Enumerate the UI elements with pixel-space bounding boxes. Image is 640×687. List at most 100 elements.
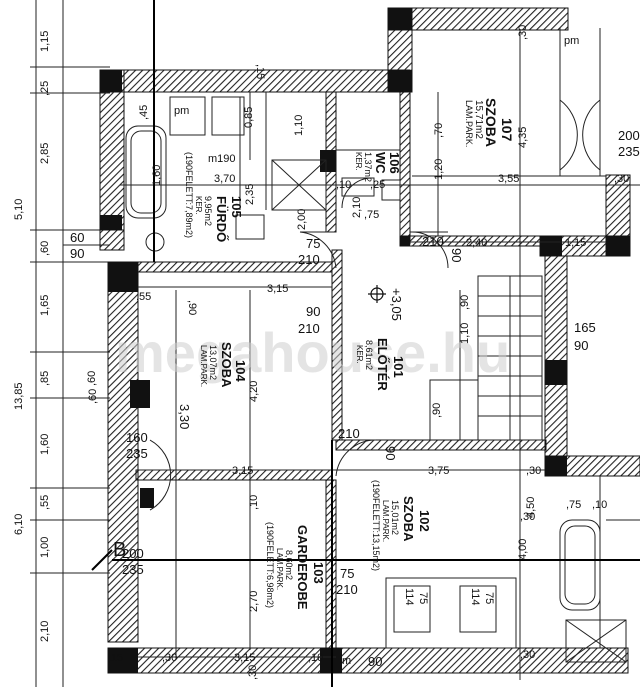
room-floor: LAM.PARK. (464, 100, 474, 147)
dim-text: 165 (574, 320, 596, 335)
dim-text: 2,10 (39, 621, 51, 642)
room-number: 105 (229, 196, 244, 218)
room-floor: KER. (194, 196, 203, 215)
dim-text: ,90 (431, 403, 443, 418)
room-107-label: 107 SZOBA 15,71m2 LAM.PARK. (464, 98, 515, 147)
dimension-labels: m190 pm pm m 3,70 2,35 1,10 0,85 ,45 1,6… (87, 25, 640, 680)
dim-text: pm (564, 35, 579, 47)
dim-text: ,25 (370, 179, 385, 191)
dim-text: ,10 (336, 179, 351, 191)
dim-text: 90 (70, 246, 84, 261)
room-extra: (190FELETT:13,15m2) (371, 480, 381, 571)
section-marker-label: B (113, 539, 126, 561)
dim-text: ,30 (247, 665, 259, 680)
dim-text: ,30 (520, 511, 535, 523)
room-area: 15,71m2 (473, 100, 484, 139)
dim-text: 60 (70, 230, 84, 245)
dim-text: 2,35 (244, 184, 256, 205)
room-name: SZOBA (483, 98, 499, 147)
dim-text: 210 (338, 426, 360, 441)
fixtures (120, 28, 640, 680)
dim-text: ,15 (108, 652, 123, 664)
room-area: 1,37m2 (363, 152, 373, 182)
room-area: 8,61m2 (364, 340, 374, 370)
room-area: 8,60m2 (284, 550, 294, 580)
room-name: SZOBA (401, 496, 416, 542)
level-label: +3,05 (389, 288, 404, 321)
dim-text: 4,35 (517, 127, 529, 148)
room-number: 104 (233, 360, 248, 382)
dim-text: ,10 (248, 495, 260, 510)
dim-text: ,30 (162, 652, 177, 664)
dim-text: m190 (208, 153, 236, 165)
dim-text: 3,70 (214, 173, 235, 185)
dim-text: 5,10 (13, 199, 25, 220)
dim-text: 3,15 (234, 652, 255, 664)
dim-text: ,15 (254, 64, 266, 79)
dim-text: 3,55 (498, 173, 519, 185)
dim-text: ,55 (136, 291, 151, 303)
dim-text: ,90 (459, 295, 471, 310)
dim-text: 200 (618, 128, 640, 143)
dim-text: 90 (449, 248, 464, 262)
dim-text: ,30 (517, 25, 529, 40)
dim-text: 2,10 (351, 197, 363, 218)
dim-text: ,30 (614, 173, 629, 185)
dim-text: 3,15 (267, 283, 288, 295)
dim-text: 200 (122, 546, 144, 561)
dim-text: 1,15 (565, 237, 586, 249)
room-103-label: 103 GARDEROBE 8,60m2 LAM.PARK. (190FELET… (265, 522, 326, 610)
dim-text: 75 (340, 566, 354, 581)
room-name: SZOBA (219, 342, 234, 388)
room-floor: LAM.PARK. (275, 548, 284, 590)
room-floor: KER. (355, 345, 364, 364)
dim-text: 90 (383, 446, 398, 460)
room-105-label: 105 FÜRDŐ 9,95m2 KER. (190FELETT:7,89m2) (184, 152, 244, 242)
dim-text: 90 (574, 338, 588, 353)
room-name: WC (373, 152, 388, 174)
dim-text: 114 (469, 588, 481, 606)
dim-text: 1,10 (293, 115, 305, 136)
dim-text: 90 (306, 304, 320, 319)
dim-text: ,25 (39, 81, 51, 96)
dim-text: 2,40 (466, 237, 487, 249)
dim-text: m (342, 655, 351, 667)
room-name: FÜRDŐ (214, 196, 229, 242)
dim-text: 1,60 (39, 434, 51, 455)
room-area: 15,01m2 (390, 500, 400, 535)
dim-text: 6,10 (13, 514, 25, 535)
room-number: 106 (387, 152, 402, 174)
dim-text: 4,20 (248, 381, 260, 402)
dim-text: 210 (298, 321, 320, 336)
dim-text: 235 (126, 446, 148, 461)
dim-text: 235 (618, 144, 640, 159)
dim-text: ,75 (566, 499, 581, 511)
dim-text: 2,00 (296, 209, 308, 230)
dim-text: ,85 (39, 371, 51, 386)
room-extra: (190FELETT:6,98m2) (265, 522, 275, 608)
dim-text: 2,70 (248, 591, 260, 612)
dim-text: 1,65 (39, 295, 51, 316)
room-number: 102 (417, 510, 432, 532)
dim-text: 4,00 (517, 539, 529, 560)
dim-text: 75 (483, 592, 495, 604)
dim-text: 114 (403, 588, 415, 606)
dim-text: 3,75 (428, 465, 449, 477)
dim-text: 13,85 (13, 382, 25, 410)
dim-text: ,60 (39, 241, 51, 256)
dim-text: 210 (298, 252, 320, 267)
dim-text: 75 (417, 592, 429, 604)
dim-text: ,10 (592, 499, 607, 511)
dim-text: 1,10 (459, 323, 471, 344)
dim-text: ,45 (138, 105, 150, 120)
dim-text: 0,85 (243, 107, 255, 128)
room-name: ELŐTÉR (375, 338, 390, 391)
dim-text: 160 (126, 430, 148, 445)
dim-text: 4,50 (525, 497, 537, 518)
level-marker (368, 285, 386, 303)
walls (99, 7, 640, 674)
dim-text: ,30 (520, 649, 535, 661)
room-name: GARDEROBE (295, 525, 310, 610)
dim-text: ,10 (308, 652, 323, 664)
